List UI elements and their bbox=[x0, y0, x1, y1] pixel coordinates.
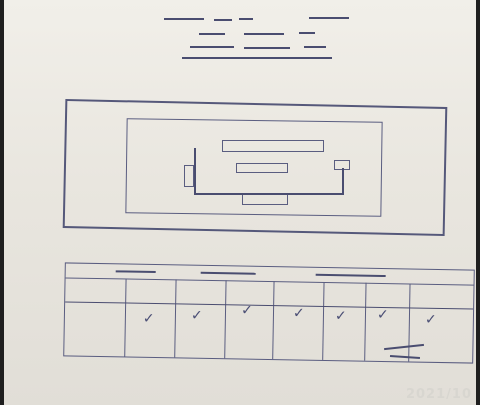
table-header bbox=[65, 263, 474, 286]
plan-wiring-loop-3 bbox=[342, 168, 344, 194]
check-mark: ✓ bbox=[142, 310, 155, 328]
plan-wiring-loop bbox=[194, 148, 196, 193]
check-mark: ✓ bbox=[292, 305, 305, 322]
plan-box-left bbox=[184, 165, 194, 187]
check-mark: ✓ bbox=[334, 308, 347, 325]
plan-box-bottom bbox=[242, 194, 288, 205]
plan-box-middle bbox=[236, 163, 288, 173]
date-stamp: 2021/10 bbox=[405, 387, 472, 402]
check-mark: ✓ bbox=[190, 307, 203, 324]
check-mark: ✓ bbox=[376, 306, 389, 324]
check-mark: ✓ bbox=[424, 311, 437, 328]
plan-wiring-loop-2 bbox=[194, 193, 344, 195]
inspection-table: ✓ ✓ ✓ ✓ ✓ ✓ ✓ bbox=[63, 262, 475, 364]
paper-sheet: ✓ ✓ ✓ ✓ ✓ ✓ ✓ 2021/10 bbox=[4, 0, 476, 405]
check-mark: ✓ bbox=[240, 302, 253, 319]
plan-box-top bbox=[222, 140, 324, 152]
